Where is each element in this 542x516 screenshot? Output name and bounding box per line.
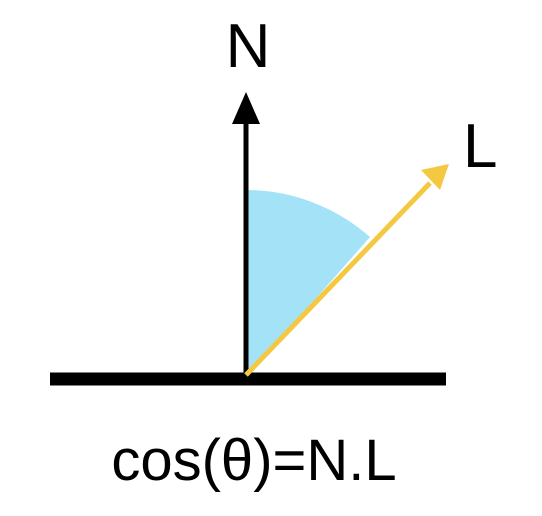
light-label: L [463,112,497,181]
angle-wedge [246,190,370,378]
normal-arrowhead [232,92,260,124]
normal-label: N [226,12,271,81]
light-vector-shaft [244,181,432,377]
formula-label: cos(θ)=N.L [111,428,396,493]
light-arrowhead [421,164,449,190]
